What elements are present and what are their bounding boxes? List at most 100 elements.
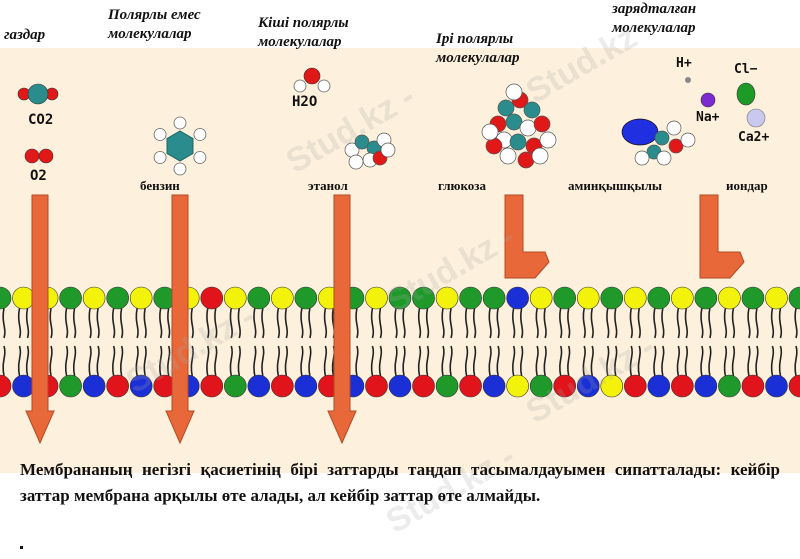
lipid-tail: [637, 345, 641, 377]
lipid-head-top: [600, 286, 624, 310]
lipid-tail: [402, 345, 406, 377]
lipid-tail: [49, 345, 53, 377]
label-co2: CO2: [28, 112, 54, 128]
lipid-tail: [394, 345, 398, 377]
lipid-head-bottom: [482, 374, 506, 398]
lipid-head-top: [459, 286, 482, 310]
lipid-head-top: [788, 286, 800, 310]
lipid-tail: [472, 307, 477, 339]
ethanol-atom: [380, 142, 396, 158]
lipid-head-bottom: [671, 374, 694, 398]
lipid-head-bottom: [788, 374, 800, 398]
lipid-tail: [684, 307, 688, 339]
lipid-tail: [190, 307, 194, 339]
lipid-tail: [614, 345, 618, 377]
caption: Мембрананың негізгі қасиетінің бірі затт…: [20, 460, 780, 505]
lipid-tail: [441, 345, 445, 377]
arrow-charged-blocked: [699, 194, 745, 279]
lipid-tail: [543, 307, 547, 339]
lipid-head-bottom: [365, 374, 388, 398]
lipid-head-bottom: [506, 374, 529, 398]
lipid-head-top: [0, 286, 12, 310]
lipid-tail: [582, 307, 586, 339]
lipid-tail: [629, 307, 633, 339]
lipid-head-top: [482, 286, 506, 310]
lipid-head-bottom: [271, 374, 294, 398]
lipid-tail: [276, 345, 280, 377]
glucose-atom: [509, 133, 527, 151]
lipid-head-bottom: [623, 374, 647, 398]
lipid-tail: [143, 307, 147, 339]
lipid-head-bottom: [435, 374, 459, 398]
oxygen-atom: [24, 148, 40, 164]
lipid-head-bottom: [553, 374, 577, 398]
amino-group: [621, 118, 659, 146]
lipid-tail: [323, 345, 328, 377]
lipid-head-top: [718, 286, 741, 310]
lipid-tail: [417, 345, 422, 377]
lipid-tail: [676, 345, 680, 377]
hydrogen-atom: [193, 128, 207, 141]
lipid-tail: [370, 345, 375, 377]
lipid-tail: [535, 345, 539, 377]
lipid-head-bottom: [600, 374, 624, 398]
lipid-tail: [512, 345, 516, 377]
lipid-tail: [72, 345, 77, 377]
lipid-tail: [661, 307, 665, 339]
lipid-tail: [2, 307, 6, 339]
lipid-tail: [629, 345, 633, 377]
label-h2o: H2O: [292, 94, 318, 110]
lipid-tail: [143, 345, 147, 377]
lipid-head-top: [576, 286, 600, 310]
lipid-tail: [770, 345, 775, 377]
lipid-tail: [590, 307, 594, 339]
lipid-tail: [449, 307, 453, 339]
amino-acid-atom: [666, 120, 682, 136]
lipid-tail: [700, 307, 704, 339]
lipid-tail: [394, 307, 398, 339]
lipid-tail: [559, 345, 563, 377]
label-benzene: бензин: [140, 178, 180, 193]
lipid-head-top: [294, 286, 318, 310]
lipid-tail: [237, 345, 241, 377]
header-large-polar: Ірі полярлы молекулалар: [436, 31, 520, 66]
lipid-tail: [496, 307, 500, 339]
lipid-head-top: [506, 286, 529, 310]
lipid-head-top: [553, 286, 577, 310]
hydrogen-atom: [153, 128, 167, 141]
carbon-atom: [27, 83, 49, 105]
lipid-tail: [276, 307, 280, 339]
lipid-head-top: [12, 286, 35, 310]
lipid-tail: [637, 307, 641, 339]
lipid-tail: [159, 345, 163, 377]
arrow-small-polar: [327, 194, 357, 445]
glucose-atom: [497, 99, 515, 117]
lipid-tail: [206, 307, 210, 339]
lipid-tail: [167, 345, 171, 377]
hydrogen-ion: [685, 77, 691, 83]
lipid-tail: [135, 345, 139, 377]
lipid-tail: [559, 307, 563, 339]
lipid-tail: [112, 345, 116, 377]
lipid-head-top: [671, 286, 694, 310]
lipid-head-bottom: [647, 374, 671, 398]
lipid-tail: [206, 345, 210, 377]
hydrogen-atom: [317, 79, 331, 93]
lipid-head-bottom: [106, 374, 129, 398]
amino-acid-atom: [656, 150, 672, 166]
amino-acid-atom: [654, 130, 670, 146]
lipid-tail: [614, 307, 618, 339]
lipid-head-top: [200, 286, 224, 310]
lipid-head-top: [82, 286, 106, 310]
lipid-tail: [464, 307, 469, 339]
arrow-nonpolar: [165, 194, 195, 445]
lipid-tail: [567, 307, 571, 339]
glucose-atom: [499, 147, 517, 165]
lipid-head-bottom: [59, 374, 82, 398]
lipid-tail: [378, 307, 383, 339]
hydrogen-atom: [293, 79, 307, 93]
lipid-tail: [25, 307, 30, 339]
arrow-gases: [25, 194, 55, 445]
hydrogen-atom: [153, 151, 167, 164]
